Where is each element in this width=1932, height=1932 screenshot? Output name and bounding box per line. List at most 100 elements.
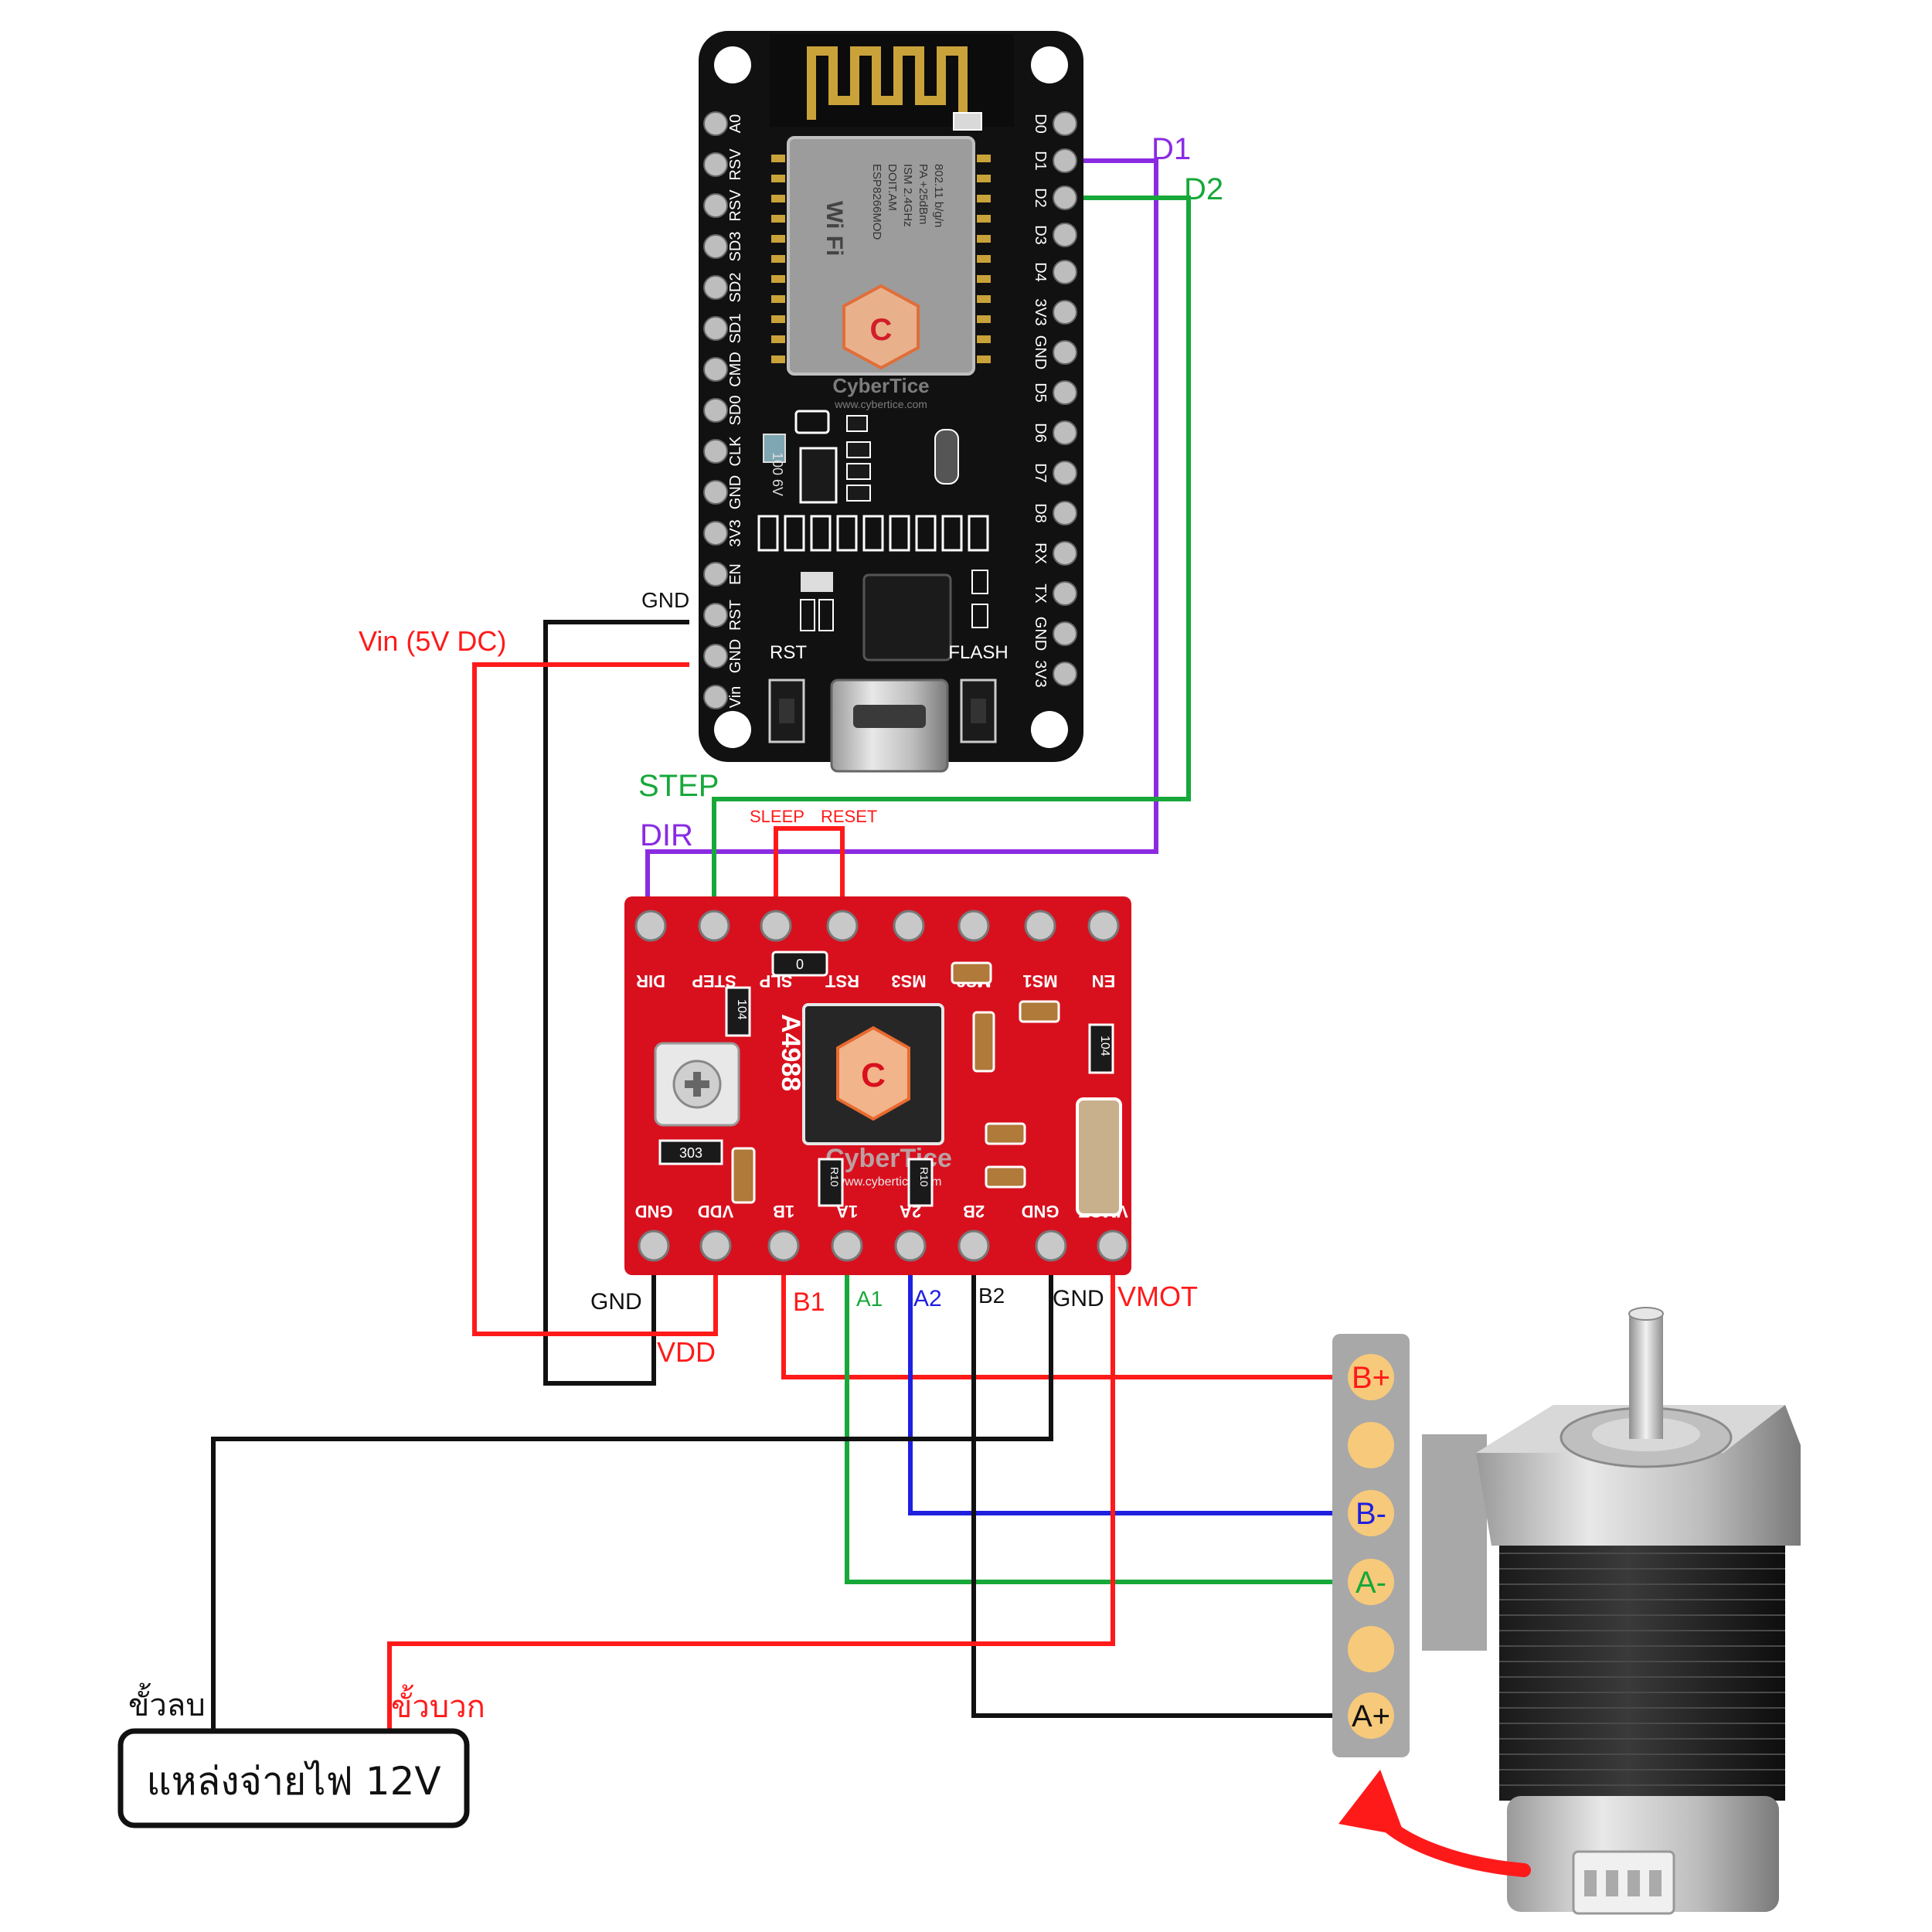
label-gnd-top: GND <box>641 588 689 612</box>
flash-label: FLASH <box>948 642 1008 663</box>
module-pads <box>771 155 991 363</box>
svg-text:SD0: SD0 <box>727 396 744 426</box>
svg-text:RST: RST <box>825 971 859 991</box>
label-sleep: SLEEP <box>750 807 804 826</box>
rst-label: RST <box>770 642 807 663</box>
wire-sleep-reset-bridge <box>774 826 845 896</box>
svg-text:GND: GND <box>727 639 744 673</box>
wire-b1-bplus <box>781 1275 1343 1379</box>
watermark-letter: C <box>861 1056 886 1094</box>
wire-gnd-psu-negative <box>211 1275 1053 1731</box>
wires <box>211 158 1343 1731</box>
motor-lamination <box>1499 1553 1785 1786</box>
potentiometer-icon <box>654 1042 740 1127</box>
driver-top-pin-labels: DIR STEP SLP RST MS3 MS2 MS1 EN <box>636 971 1115 991</box>
svg-text:GND: GND <box>1022 1202 1060 1221</box>
esp8266-board: Wi Fi ESP8266MOD DOIT.AM ISM 2.4GHz PA +… <box>699 31 1083 773</box>
resistor <box>725 986 751 1037</box>
svg-text:3V3: 3V3 <box>727 519 744 547</box>
svg-text:www.cybertice.com: www.cybertice.com <box>834 398 927 410</box>
regulator <box>799 447 838 504</box>
cybertice-watermark-driver <box>836 1026 910 1121</box>
label-b1: B1 <box>793 1287 825 1317</box>
resistor <box>771 951 828 977</box>
wire-labels: D1 D2 GND Vin (5V DC) STEP DIR SLEEP RES… <box>359 132 1223 1368</box>
label-gnd-logic: GND <box>590 1289 642 1315</box>
esp-left-pin-labels: A0 RSV RSV SD3 SD2 SD1 CMD SD0 CLK GND 3… <box>727 114 744 709</box>
esp-right-header <box>1053 111 1077 686</box>
label-step: STEP <box>638 769 719 803</box>
svg-text:CyberTice: CyberTice <box>832 374 929 397</box>
label-vdd: VDD <box>657 1336 716 1368</box>
svg-text:0: 0 <box>796 957 804 972</box>
svg-text:802.11 b/g/n: 802.11 b/g/n <box>932 164 945 227</box>
motor-body <box>1499 1538 1785 1801</box>
usb-uart-chip <box>862 573 952 662</box>
svg-text:RX: RX <box>1032 543 1049 564</box>
esp-left-header <box>703 111 728 709</box>
svg-text:VDD: VDD <box>698 1202 733 1221</box>
wire-vmot-psu-positive <box>387 1275 1115 1731</box>
smd-part <box>846 415 868 432</box>
svg-text:1B: 1B <box>773 1202 794 1221</box>
svg-text:GND: GND <box>1032 335 1049 369</box>
svg-text:D6: D6 <box>1032 423 1049 443</box>
wire-d1-dir <box>645 158 1158 896</box>
wifi-antenna-icon <box>807 46 968 120</box>
svg-text:C: C <box>870 313 893 347</box>
stepper-motor-icon <box>1476 1307 1801 1915</box>
svg-text:D5: D5 <box>1032 383 1049 403</box>
wifi-logo: Wi Fi <box>821 201 847 256</box>
svg-text:MS1: MS1 <box>1022 971 1057 991</box>
wire-vin-vdd <box>472 662 718 1336</box>
svg-text:D3: D3 <box>1032 225 1049 245</box>
wire-b2-aplus <box>971 1275 1343 1718</box>
svg-text:D1: D1 <box>1032 151 1049 171</box>
svg-text:D2: D2 <box>1032 188 1049 208</box>
label-d1: D1 <box>1151 132 1191 166</box>
resistor-row <box>757 515 989 552</box>
svg-text:303: 303 <box>679 1145 702 1161</box>
motor-cable-connector <box>1572 1850 1675 1915</box>
label-a1: A1 <box>856 1287 883 1311</box>
mount-hole <box>1031 711 1068 748</box>
mount-hole <box>714 711 751 748</box>
motor-shaft <box>1629 1314 1663 1439</box>
svg-text:DOIT.AM: DOIT.AM <box>886 164 899 211</box>
mount-hole <box>714 46 751 83</box>
resistor <box>658 1139 723 1165</box>
label-vmot: VMOT <box>1117 1281 1198 1312</box>
svg-text:104: 104 <box>735 999 748 1020</box>
electrolytic-capacitor <box>1076 1097 1122 1216</box>
label-b2: B2 <box>978 1284 1005 1308</box>
driver-top-pins <box>634 910 1120 942</box>
esp-module-shield <box>787 136 975 376</box>
svg-text:DIR: DIR <box>636 971 665 991</box>
svg-text:R10: R10 <box>828 1167 841 1187</box>
resistor <box>907 1158 934 1207</box>
negative-terminal-label: ขั้วลบ <box>128 1682 206 1723</box>
svg-text:SD3: SD3 <box>727 232 744 262</box>
svg-text:TX: TX <box>1032 583 1049 604</box>
svg-text:RSV: RSV <box>727 189 744 222</box>
led <box>953 112 982 131</box>
capacitor <box>763 434 786 463</box>
power-supply: แหล่งจ่ายไฟ 12V <box>117 1728 470 1828</box>
crystal <box>934 429 959 485</box>
svg-text:RSV: RSV <box>727 148 744 181</box>
label-reset: RESET <box>821 807 877 826</box>
esp-right-pin-labels: D0 D1 D2 D3 D4 3V3 GND D5 D6 D7 D8 RX TX… <box>1032 114 1049 688</box>
wire-a2-bminus <box>908 1275 1343 1515</box>
label-dir: DIR <box>640 818 693 852</box>
resistor <box>818 1158 844 1207</box>
svg-text:EN: EN <box>1092 971 1116 991</box>
module-text: ESP8266MOD DOIT.AM ISM 2.4GHz PA +25dBm … <box>870 164 945 240</box>
svg-text:GND: GND <box>1032 617 1049 651</box>
chip-label: A4988 <box>776 1014 805 1091</box>
svg-text:ESP8266MOD: ESP8266MOD <box>870 164 883 240</box>
svg-text:100 6V: 100 6V <box>770 452 785 496</box>
svg-text:D4: D4 <box>1032 262 1049 282</box>
rst-button[interactable] <box>768 679 805 743</box>
svg-text:2B: 2B <box>963 1202 985 1221</box>
